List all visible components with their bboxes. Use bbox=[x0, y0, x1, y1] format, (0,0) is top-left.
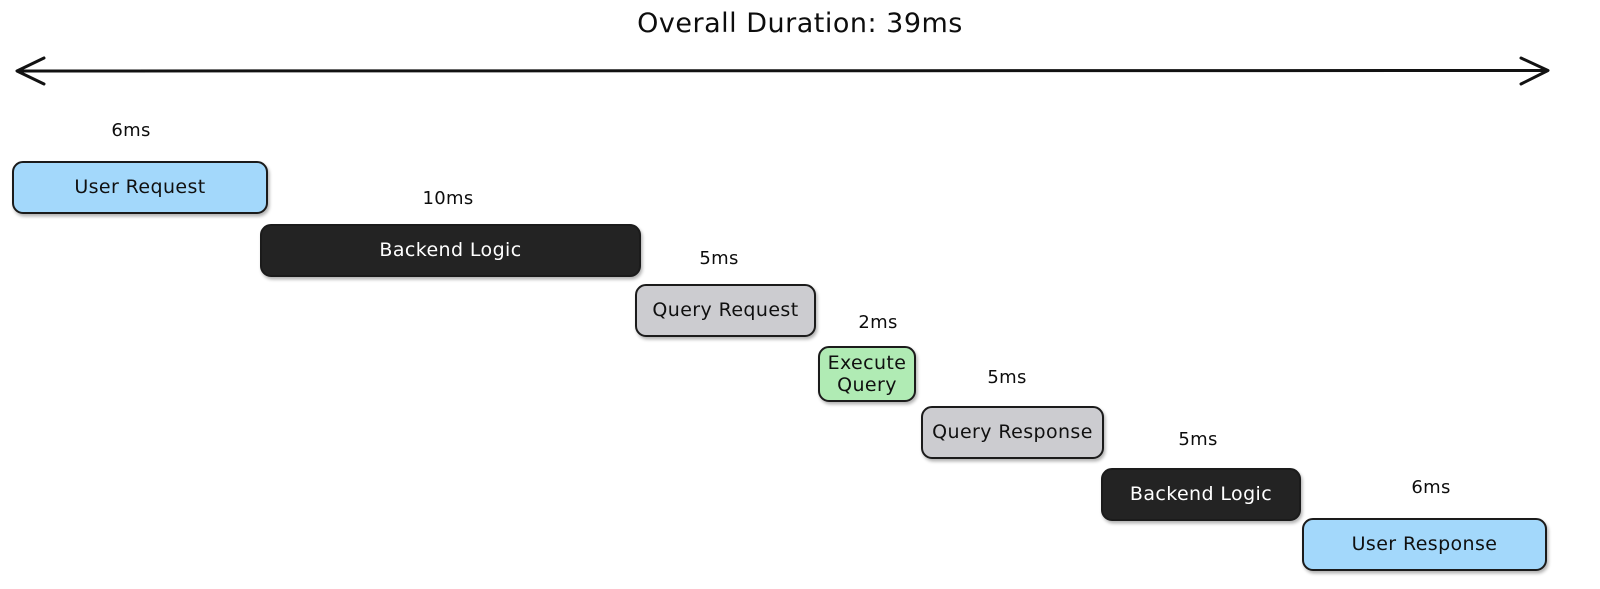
phase-duration-label: 6ms bbox=[1411, 477, 1451, 498]
phase-box[interactable]: User Response bbox=[1302, 518, 1547, 571]
phase-box[interactable]: Query Request bbox=[635, 284, 816, 337]
phase-box[interactable]: Query Response bbox=[921, 406, 1104, 459]
phase-box[interactable]: Execute Query bbox=[818, 346, 916, 402]
phase-duration-label: 2ms bbox=[858, 312, 898, 333]
arrow-head-left bbox=[15, 56, 46, 86]
phase-label: Backend Logic bbox=[1129, 483, 1273, 506]
phase-box[interactable]: Backend Logic bbox=[1101, 468, 1301, 521]
arrow-head-right bbox=[1519, 56, 1550, 86]
phase-label: User Request bbox=[74, 176, 206, 199]
phase-duration-label: 5ms bbox=[987, 367, 1027, 388]
phase-label: Query Response bbox=[932, 421, 1093, 444]
phase-duration-label: 6ms bbox=[111, 120, 151, 141]
page-title: Overall Duration: 39ms bbox=[637, 8, 963, 39]
phase-box[interactable]: Backend Logic bbox=[260, 224, 641, 277]
phase-box[interactable]: User Request bbox=[12, 161, 268, 214]
time-axis-svg bbox=[15, 56, 1550, 86]
phase-label: User Response bbox=[1351, 533, 1498, 556]
phase-duration-label: 5ms bbox=[699, 248, 739, 269]
phase-label: Query Request bbox=[652, 299, 799, 322]
phase-label: Backend Logic bbox=[379, 239, 522, 262]
time-axis bbox=[10, 50, 1555, 92]
phase-duration-label: 5ms bbox=[1178, 429, 1218, 450]
phase-duration-label: 10ms bbox=[422, 188, 474, 209]
phase-label: Execute Query bbox=[827, 351, 907, 396]
